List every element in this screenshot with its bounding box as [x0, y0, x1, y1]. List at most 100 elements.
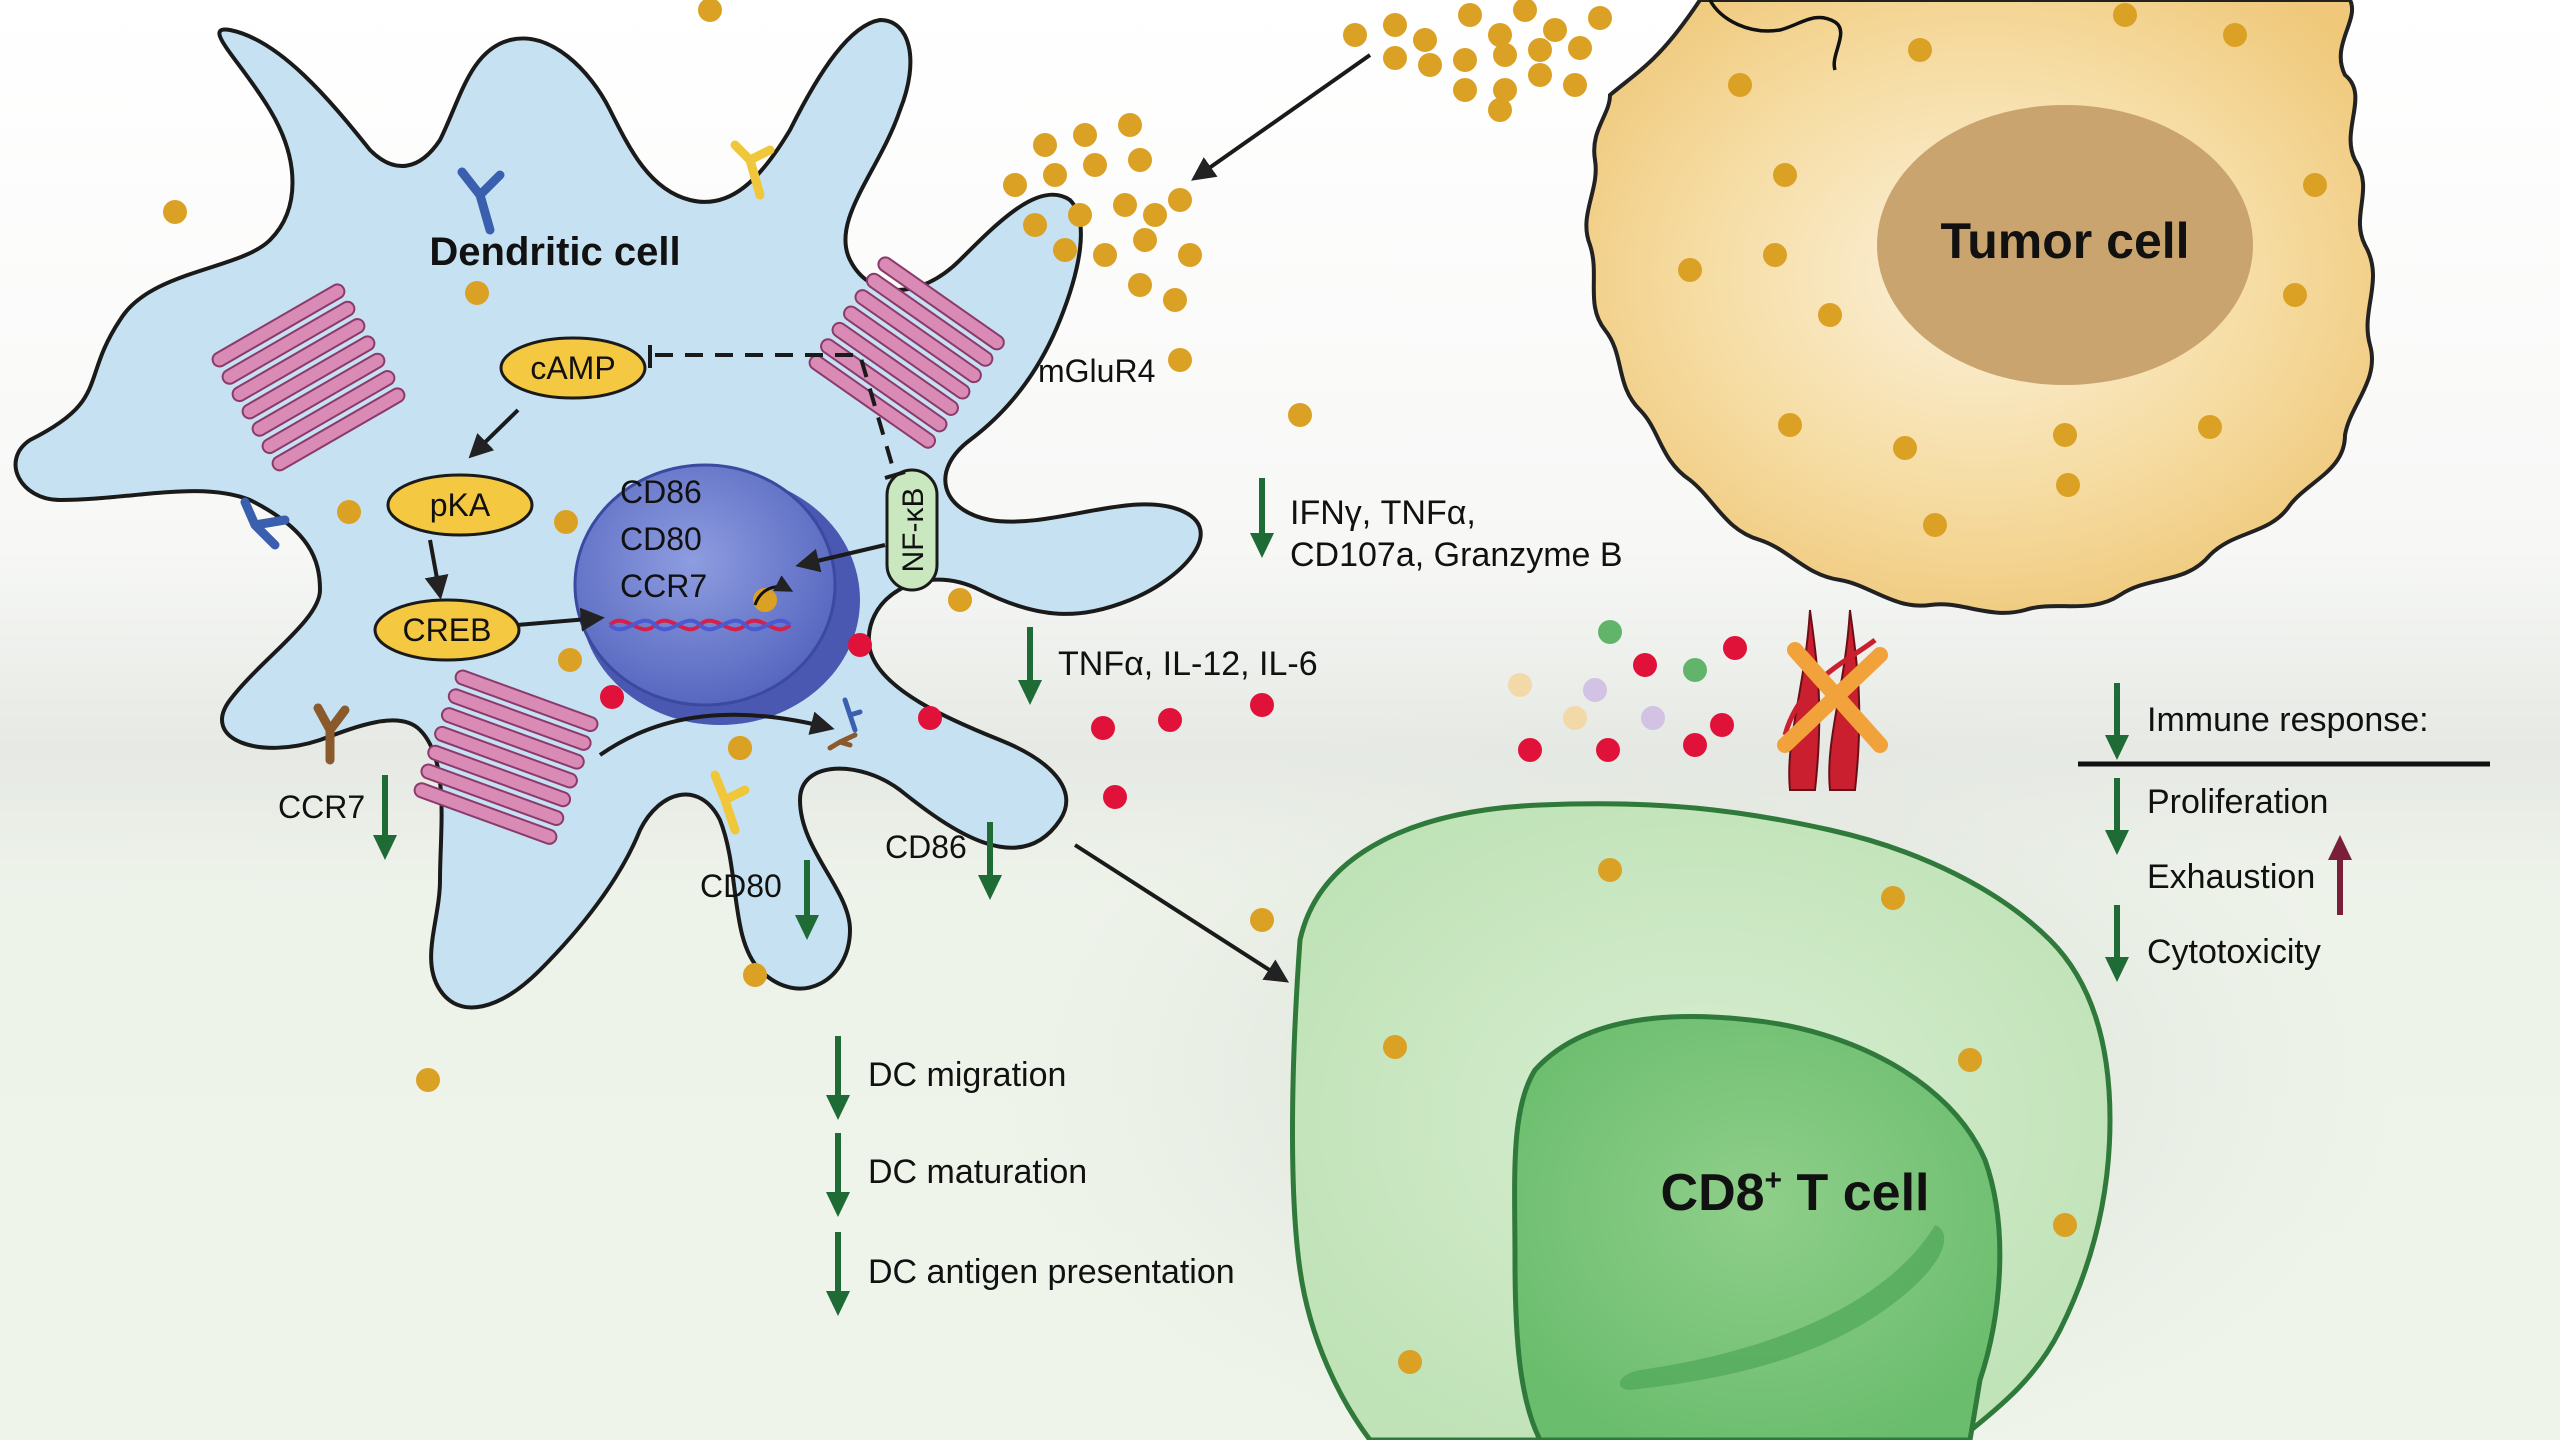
glutamate-dot: [2283, 283, 2307, 307]
cytokine-particles: [600, 620, 1747, 809]
dendritic-cell-label: Dendritic cell: [429, 230, 680, 274]
glutamate-dot: [1003, 173, 1027, 197]
glutamate-dot: [2303, 173, 2327, 197]
tcr-blocked: [1777, 609, 1888, 791]
glutamate-dot: [163, 200, 187, 224]
glutamate-dot: [1118, 113, 1142, 137]
dc-cytokines-label: TNFα, IL-12, IL-6: [1058, 645, 1318, 683]
glutamate-dot: [1383, 46, 1407, 70]
cd86-label: CD86: [885, 829, 967, 865]
tumor-nucleus: [1877, 105, 2253, 385]
pka-node: pKA: [386, 473, 534, 537]
nucleus-gene-cd86: CD86: [620, 474, 702, 510]
tcell-cytokines-line2: CD107a, Granzyme B: [1290, 536, 1623, 574]
glutamate-dot: [1288, 403, 1312, 427]
cytokine-dot: [1518, 738, 1542, 762]
glutamate-dot: [1493, 43, 1517, 67]
cd8-t-cell: [1290, 801, 2113, 1440]
glutamate-dot: [337, 500, 361, 524]
arrow-down-icon: [2105, 905, 2129, 982]
glutamate-dot: [1383, 13, 1407, 37]
glutamate-dot: [1128, 148, 1152, 172]
tcell-label-prefix: CD8: [1661, 1164, 1765, 1222]
glutamate-dot: [1563, 73, 1587, 97]
dc-nucleus: [573, 463, 860, 725]
glutamate-dot: [2223, 23, 2247, 47]
dc-effect-antigen: DC antigen presentation: [868, 1253, 1235, 1291]
mglur4-receptors: [211, 256, 1005, 845]
glutamate-dot: [1528, 63, 1552, 87]
mglur4-label: mGluR4: [1038, 353, 1155, 389]
cytokine-dot: [1710, 713, 1734, 737]
tcell-nucleus: [1512, 1014, 2003, 1440]
immune-item-proliferation: Proliferation: [2147, 783, 2328, 821]
nucleus-gene-cd80: CD80: [620, 521, 702, 557]
pka-label: pKA: [430, 487, 491, 523]
glutamate-dot: [1588, 6, 1612, 30]
glutamate-dot: [1678, 258, 1702, 282]
glutamate-dot: [1250, 908, 1274, 932]
tumor-cell-label: Tumor cell: [1940, 213, 2189, 269]
glutamate-dot: [1168, 188, 1192, 212]
glutamate-dot: [1383, 1035, 1407, 1059]
glutamate-dot: [1453, 78, 1477, 102]
glutamate-dot: [1083, 153, 1107, 177]
glutamate-dot: [743, 963, 767, 987]
glutamate-dot: [2053, 1213, 2077, 1237]
glutamate-dot: [1128, 273, 1152, 297]
glutamate-dot: [1493, 78, 1517, 102]
glutamate-dot: [1168, 348, 1192, 372]
glutamate-dot: [1343, 23, 1367, 47]
glutamate-particles: [163, 0, 2327, 1374]
glutamate-dot: [2113, 3, 2137, 27]
glutamate-dot: [1413, 28, 1437, 52]
camp-node: cAMP: [499, 336, 647, 400]
arrow-down-icon: [826, 1133, 850, 1217]
tcell-label-suffix: T cell: [1782, 1164, 1929, 1222]
arrow-down-icon: [826, 1036, 850, 1120]
cytokine-dot: [1723, 636, 1747, 660]
camp-label: cAMP: [530, 350, 615, 386]
arrow-down-icon: [1250, 478, 1274, 558]
cytokine-dot: [1683, 733, 1707, 757]
glutamate-dot: [1778, 413, 1802, 437]
decrease-arrows: [373, 478, 2129, 1316]
cytokine-dot: [918, 706, 942, 730]
glutamate-dot: [1418, 53, 1442, 77]
glutamate-dot: [1068, 203, 1092, 227]
arrow-down-icon: [2105, 778, 2129, 855]
glutamate-dot: [1053, 238, 1077, 262]
glutamate-dot: [1178, 243, 1202, 267]
glutamate-dot: [1143, 203, 1167, 227]
glutamate-dot: [1773, 163, 1797, 187]
glutamate-dot: [1398, 1350, 1422, 1374]
glutamate-dot: [1728, 73, 1752, 97]
arrow-up-icon: [2328, 835, 2352, 915]
glutamate-dot: [1133, 228, 1157, 252]
glutamate-dot: [1908, 38, 1932, 62]
glutamate-dot: [1958, 1048, 1982, 1072]
tcell-label-sup: +: [1765, 1164, 1783, 1197]
ccr7-label: CCR7: [278, 789, 365, 825]
glutamate-dot: [1453, 48, 1477, 72]
cytokine-dot: [1633, 653, 1657, 677]
arrow-down-icon: [373, 775, 397, 860]
arrow-down-icon: [1018, 627, 1042, 705]
cytokine-dot: [600, 685, 624, 709]
glutamate-dot: [554, 510, 578, 534]
glutamate-dot: [2053, 423, 2077, 447]
glutamate-dot: [1488, 98, 1512, 122]
cytokine-dot: [1598, 620, 1622, 644]
cytokine-dot: [1158, 708, 1182, 732]
immune-item-exhaustion: Exhaustion: [2147, 858, 2315, 896]
nfkb-label: NF-κB: [897, 488, 930, 573]
cytokine-dot: [1563, 706, 1587, 730]
surface-receptors: [240, 140, 863, 835]
glutamate-dot: [728, 736, 752, 760]
tcell-cytokines-line1: IFNγ, TNFα,: [1290, 494, 1476, 532]
glutamate-dot: [1458, 3, 1482, 27]
glutamate-dot: [1093, 243, 1117, 267]
nfkb-node: NF-κB: [885, 468, 939, 592]
